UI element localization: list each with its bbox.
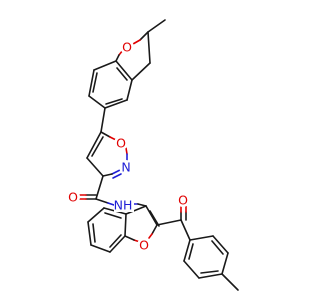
nh-label-amide: NH — [114, 198, 133, 213]
oxygen-label-benzofuran: O — [139, 238, 149, 253]
atom-labels: O O N O NH O O — [66, 40, 190, 253]
oxygen-label-isoxazole: O — [116, 136, 126, 151]
benzofuran-ring — [87, 205, 160, 253]
isoxazole-ring — [86, 107, 128, 179]
molecule-structure: O O N O NH O O — [66, 19, 239, 291]
dihydrobenzofuran-ring — [88, 19, 166, 109]
amide-group — [78, 175, 147, 207]
nitrogen-label-isoxazole: N — [121, 160, 130, 175]
oxygen-label-dihydrofuran: O — [122, 40, 132, 55]
toluoyl-group — [156, 205, 239, 291]
molecule-diagram: O O N O NH O O — [66, 19, 239, 291]
oxygen-label-amide: O — [68, 190, 78, 205]
oxygen-label-ketone: O — [178, 193, 188, 208]
